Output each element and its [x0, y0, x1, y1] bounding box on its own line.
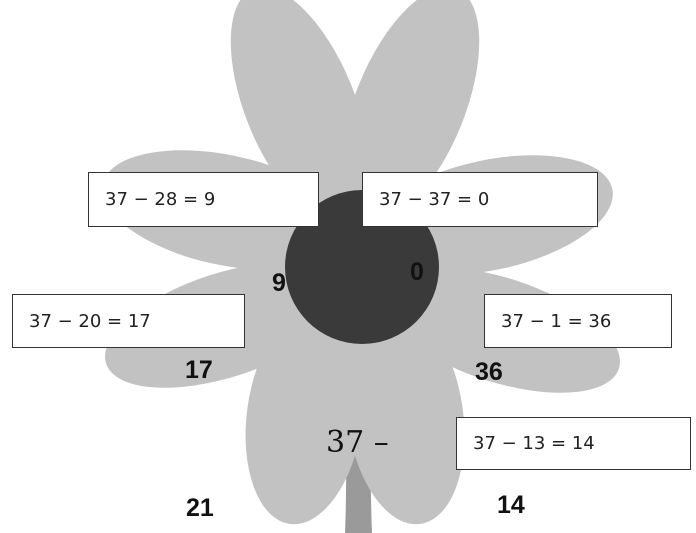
answer-label: 9 — [272, 271, 286, 296]
equation-text: 37 − 28 = 9 — [105, 189, 215, 210]
equation-text: 37 − 1 = 36 — [501, 311, 611, 332]
equation-box: 37 − 28 = 9 — [88, 172, 319, 227]
answer-label: 14 — [497, 493, 525, 518]
equation-box: 37 − 20 = 17 — [12, 294, 245, 348]
answer-label: 21 — [186, 496, 214, 521]
equation-text: 37 − 20 = 17 — [29, 311, 151, 332]
equation-box: 37 − 1 = 36 — [484, 294, 672, 348]
center-label: 37 – — [326, 428, 389, 458]
equation-box: 37 − 13 = 14 — [456, 417, 691, 470]
equation-box: 37 − 37 = 0 — [362, 172, 598, 227]
answer-label: 0 — [410, 260, 424, 285]
answer-label: 17 — [185, 358, 213, 383]
equation-text: 37 − 13 = 14 — [473, 433, 595, 454]
equation-text: 37 − 37 = 0 — [379, 189, 489, 210]
answer-label: 36 — [475, 360, 503, 385]
